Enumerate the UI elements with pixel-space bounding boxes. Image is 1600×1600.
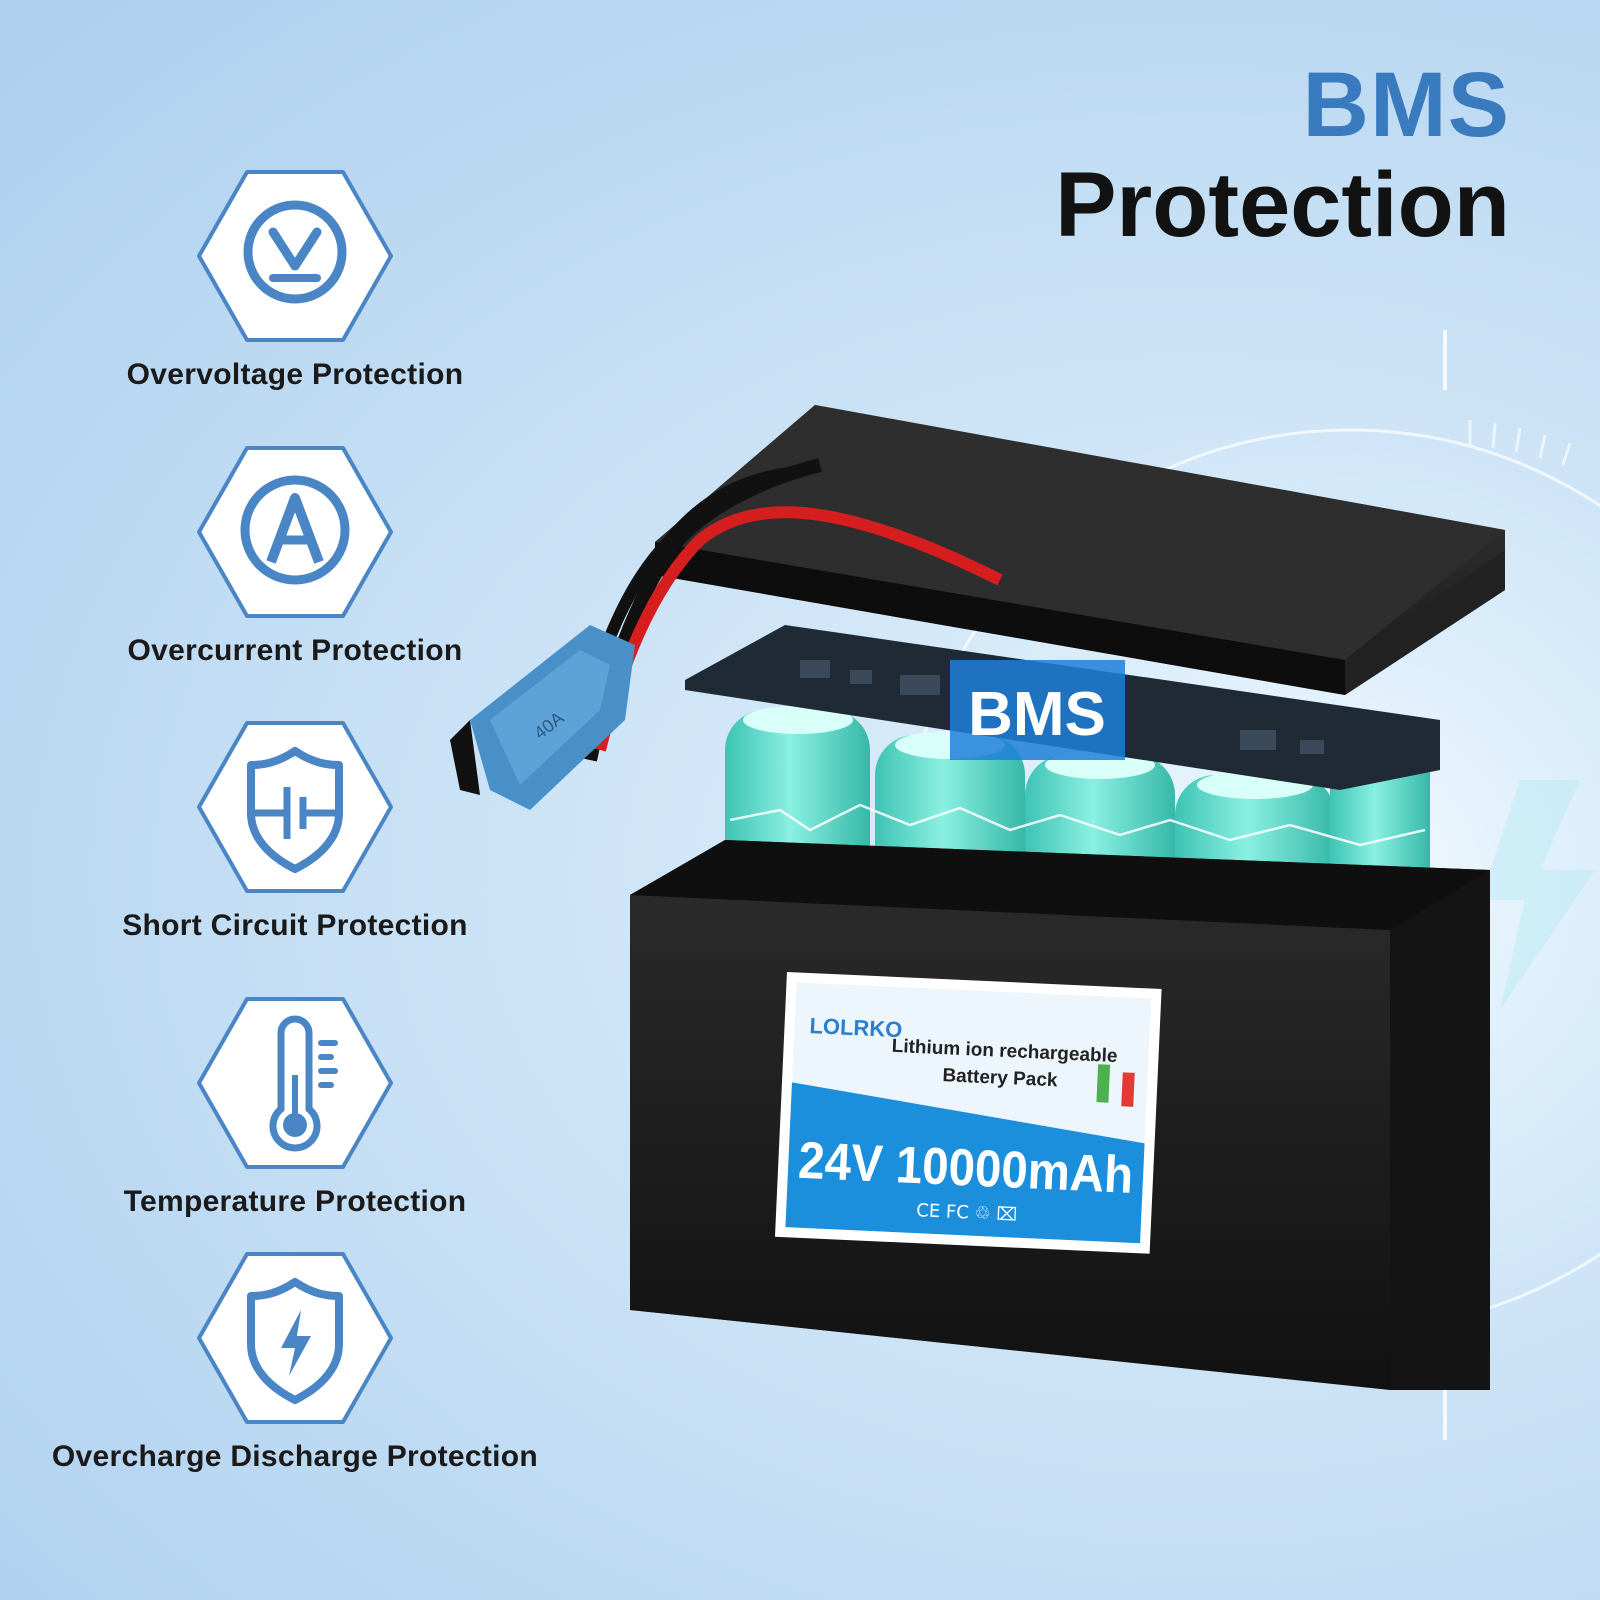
ampere-icon	[197, 446, 393, 618]
battery-label: LOLRKO Lithium ion rechargeable Battery …	[774, 971, 1162, 1254]
heading-bms: BMS	[1302, 54, 1510, 156]
battery-pack-illustration: BMS 40A LOLRKO Lithium ion rechargeable …	[450, 405, 1505, 1390]
shield-bolt-icon	[197, 1252, 393, 1424]
heading-protection: Protection	[1055, 154, 1510, 256]
battery-lid	[655, 405, 1505, 695]
certification-marks: CE FC ♲ ⌧	[916, 1200, 1018, 1226]
feature-overcharge-discharge: Overcharge Discharge Protection	[0, 1252, 590, 1492]
shield-circuit-icon	[197, 721, 393, 893]
feature-short-circuit: Short Circuit Protection	[0, 721, 590, 961]
feature-temperature: Temperature Protection	[0, 997, 590, 1237]
anderson-connector: 40A	[450, 625, 635, 810]
page-heading: BMS Protection	[1055, 55, 1510, 255]
feature-label: Temperature Protection	[123, 1185, 467, 1218]
voltage-icon	[197, 170, 393, 342]
bms-circuit-board: BMS	[685, 625, 1440, 790]
thermometer-icon	[197, 997, 393, 1169]
feature-list: Overvoltage Protection Overcurrent Prote…	[0, 0, 600, 1600]
feature-label: Short Circuit Protection	[122, 909, 468, 942]
bms-tag-label: BMS	[968, 680, 1106, 749]
feature-overcurrent: Overcurrent Protection	[0, 446, 590, 686]
bms-tag	[950, 660, 1125, 760]
feature-label: Overcurrent Protection	[127, 634, 463, 667]
feature-label: Overcharge Discharge Protection	[51, 1440, 539, 1473]
svg-text:Battery Pack: Battery Pack	[942, 1065, 1058, 1091]
feature-overvoltage: Overvoltage Protection	[0, 170, 590, 410]
feature-label: Overvoltage Protection	[126, 358, 464, 391]
brand-logo: LOLRKO	[809, 1013, 903, 1042]
